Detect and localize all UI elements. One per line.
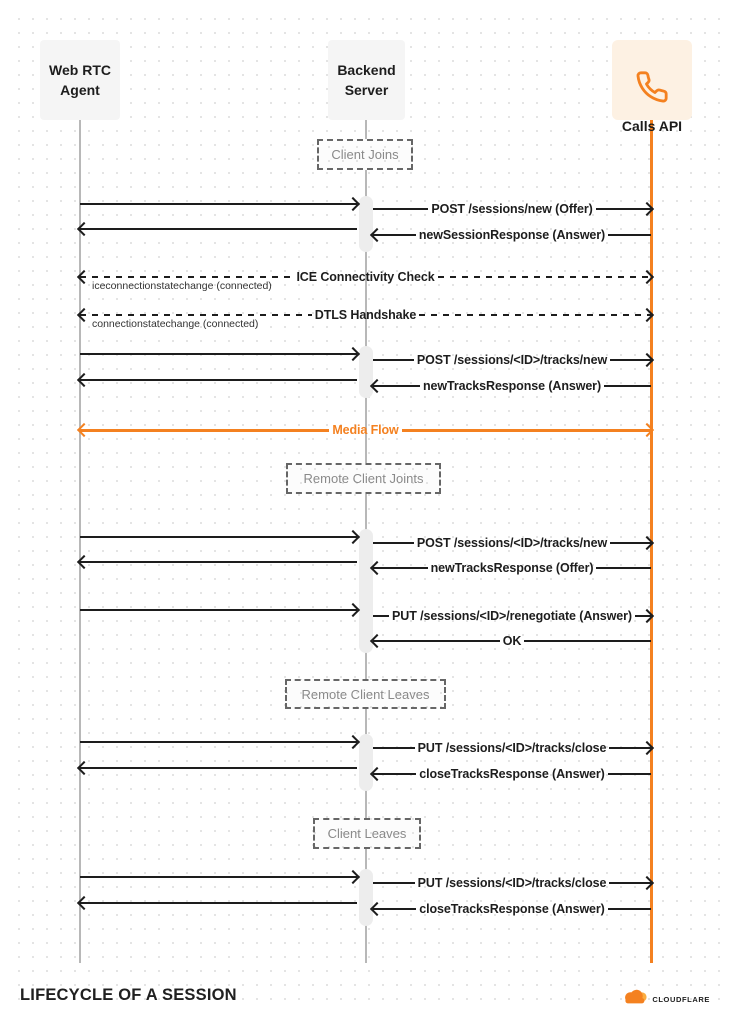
arrow-backend-to-callsapi: POST /sessions/<ID>/tracks/new: [373, 352, 655, 368]
participant-label: Web RTC Agent: [49, 61, 111, 98]
section-client-joins: Client Joins: [317, 139, 413, 170]
event-sublabel: connectionstatechange (connected): [92, 318, 259, 330]
message-label: POST /sessions/<ID>/tracks/new: [416, 535, 608, 550]
arrowhead-left-icon: [369, 378, 385, 394]
participant-label: Calls API: [621, 117, 683, 134]
brand-label: CLOUDFLARE: [652, 994, 710, 1004]
arrowhead-left-icon: [369, 227, 385, 243]
arrow-agent-to-backend: [80, 529, 361, 545]
arrow-backend-to-callsapi: POST /sessions/<ID>/tracks/new: [373, 535, 655, 551]
participant-web-rtc-agent: Web RTC Agent: [40, 40, 120, 120]
arrowhead-left-icon: [369, 766, 385, 782]
activation-bar: [359, 346, 373, 398]
message-label: closeTracksResponse (Answer): [419, 901, 605, 916]
arrow-backend-to-callsapi: PUT /sessions/<ID>/renegotiate (Answer): [373, 608, 655, 624]
message-label: POST /sessions/new (Offer): [431, 201, 593, 216]
section-remote-client-leaves: Remote Client Leaves: [285, 679, 446, 709]
arrow-backend-to-callsapi: PUT /sessions/<ID>/tracks/close: [373, 875, 655, 891]
message-label: newTracksResponse (Offer): [430, 560, 594, 575]
message-label: newTracksResponse (Answer): [422, 378, 602, 393]
section-client-leaves: Client Leaves: [313, 818, 421, 849]
activation-bar: [359, 734, 373, 791]
message-label: OK: [502, 633, 522, 648]
arrow-callsapi-to-backend: newTracksResponse (Answer): [369, 378, 651, 394]
arrowhead-left-icon: [369, 633, 385, 649]
arrow-callsapi-to-backend: OK: [369, 633, 651, 649]
message-label: PUT /sessions/<ID>/tracks/close: [417, 740, 607, 755]
arrow-backend-to-agent: [76, 554, 357, 570]
arrow-media-flow: Media Flow: [76, 422, 655, 438]
section-label: Client Leaves: [327, 826, 407, 841]
message-label: ICE Connectivity Check: [296, 269, 435, 284]
section-label: Client Joins: [331, 147, 399, 162]
message-label: Media Flow: [332, 422, 399, 437]
arrow-callsapi-to-backend: newTracksResponse (Offer): [369, 560, 651, 576]
cloudflare-logo-icon: [622, 989, 649, 1009]
arrowhead-left-icon: [76, 307, 92, 323]
section-label: Remote Client Joints: [303, 471, 424, 486]
message-label: DTLS Handshake: [314, 307, 417, 322]
arrow-backend-to-agent: [76, 895, 357, 911]
phone-icon: [635, 50, 669, 110]
arrow-agent-to-backend: [80, 869, 361, 885]
participant-label: Backend Server: [337, 61, 396, 98]
lifeline-calls-api: [650, 119, 653, 963]
arrow-agent-to-backend: [80, 734, 361, 750]
participant-calls-api: Calls API: [612, 40, 692, 134]
arrow-backend-to-callsapi: POST /sessions/new (Offer): [373, 201, 655, 217]
arrow-backend-to-callsapi: PUT /sessions/<ID>/tracks/close: [373, 740, 655, 756]
activation-bar: [359, 196, 373, 252]
arrow-backend-to-agent: [76, 221, 357, 237]
arrow-agent-to-backend: [80, 602, 361, 618]
message-label: PUT /sessions/<ID>/renegotiate (Answer): [392, 608, 632, 623]
arrowhead-left-icon: [76, 422, 92, 438]
arrow-agent-to-backend: [80, 196, 361, 212]
arrow-dtls-handshake: DTLS Handshake: [76, 307, 655, 323]
section-label: Remote Client Leaves: [301, 686, 430, 702]
arrow-backend-to-agent: [76, 760, 357, 776]
arrowhead-left-icon: [76, 269, 92, 285]
arrow-agent-to-backend: [80, 346, 361, 362]
arrow-backend-to-agent: [76, 372, 357, 388]
arrow-callsapi-to-backend: newSessionResponse (Answer): [369, 227, 651, 243]
message-label: POST /sessions/<ID>/tracks/new: [416, 352, 608, 367]
arrow-callsapi-to-backend: closeTracksResponse (Answer): [369, 901, 652, 917]
section-remote-client-joints: Remote Client Joints: [286, 463, 441, 494]
event-sublabel: iceconnectionstatechange (connected): [92, 280, 272, 292]
activation-bar: [359, 529, 373, 653]
arrow-ice-connectivity-check: ICE Connectivity Check: [76, 269, 655, 285]
participant-backend-server: Backend Server: [328, 40, 405, 120]
page-title: LIFECYCLE OF A SESSION: [20, 986, 237, 1004]
lifeline-web-rtc-agent: [79, 120, 81, 963]
arrowhead-left-icon: [369, 560, 385, 576]
activation-bar: [359, 869, 373, 926]
message-label: newSessionResponse (Answer): [418, 227, 606, 242]
arrowhead-left-icon: [369, 901, 385, 917]
message-label: PUT /sessions/<ID>/tracks/close: [417, 875, 607, 890]
arrow-callsapi-to-backend: closeTracksResponse (Answer): [369, 766, 652, 782]
cloudflare-brand: CLOUDFLARE: [622, 989, 710, 1009]
message-label: closeTracksResponse (Answer): [419, 766, 605, 781]
